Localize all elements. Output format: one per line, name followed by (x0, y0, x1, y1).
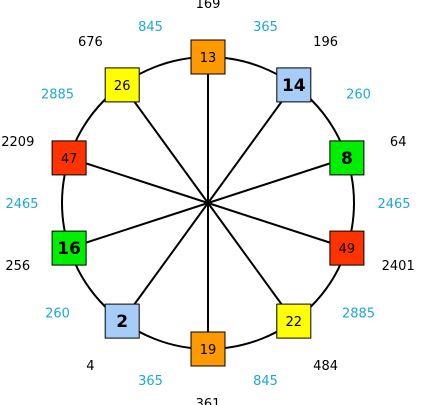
node-square (276, 67, 312, 103)
square-value-label: 2401 (382, 259, 415, 274)
node-square (276, 303, 312, 339)
node-square (329, 230, 365, 266)
edge-sum-label: 2885 (342, 306, 375, 321)
spoke-line (68, 202, 209, 250)
spoke-line (68, 156, 209, 204)
spoke-line (207, 202, 295, 322)
spoke-line (207, 156, 348, 204)
square-value-label: 361 (196, 397, 221, 405)
spokes (68, 57, 348, 349)
node-box: 19 (190, 331, 226, 367)
edge-sum-label: 2465 (377, 197, 410, 212)
spoke-line (207, 202, 348, 250)
node-square (190, 331, 226, 367)
node-box: 26 (104, 67, 140, 103)
node-square (104, 67, 140, 103)
node-label: 2 (116, 312, 128, 332)
edge-sum-label: 365 (253, 20, 278, 35)
node-box: 49 (329, 230, 365, 266)
square-value-label: 676 (78, 35, 103, 50)
edge-sum-label: 845 (138, 20, 163, 35)
node-square (329, 140, 365, 176)
node-square (51, 230, 87, 266)
spoke-line (121, 84, 209, 204)
node-label: 22 (286, 315, 303, 330)
edge-sum-label: 2885 (41, 88, 74, 103)
node-box: 22 (276, 303, 312, 339)
node-box: 16 (51, 230, 87, 266)
square-value-label: 256 (5, 259, 30, 274)
edge-labels: 2465 2885 845 365 260 2465 2885 845 365 260 (5, 20, 410, 389)
outer-labels: 64 2401 484 361 4 256 2209 676 169 196 (1, 0, 414, 405)
spoke-line (207, 84, 295, 204)
node-square (190, 39, 226, 75)
node-box: 13 (190, 39, 226, 75)
spoke-line (121, 202, 209, 322)
node-label: 13 (200, 51, 217, 66)
square-value-label: 169 (196, 0, 221, 12)
square-value-label: 4 (86, 359, 94, 374)
node-label: 49 (339, 242, 356, 257)
node-label: 47 (61, 152, 78, 167)
square-value-label: 484 (313, 359, 338, 374)
node-label: 26 (114, 79, 131, 94)
node-box: 47 (51, 140, 87, 176)
square-value-label: 64 (390, 135, 407, 150)
square-value-label: 196 (313, 35, 338, 50)
node-box: 8 (329, 140, 365, 176)
edge-sum-label: 365 (138, 374, 163, 389)
edge-sum-label: 260 (346, 88, 371, 103)
node-label: 8 (341, 149, 353, 169)
node-label: 16 (57, 239, 81, 259)
nodes: 8 49 22 19 2 16 47 26 13 14 (51, 39, 365, 367)
node-box: 14 (276, 67, 312, 103)
edge-sum-label: 845 (253, 374, 278, 389)
edge-sum-label: 260 (45, 306, 70, 321)
node-label: 14 (282, 76, 306, 96)
edge-sum-label: 2465 (5, 197, 38, 212)
node-square (51, 140, 87, 176)
node-box: 2 (104, 303, 140, 339)
node-label: 19 (200, 343, 217, 358)
square-value-label: 2209 (1, 135, 34, 150)
node-square (104, 303, 140, 339)
